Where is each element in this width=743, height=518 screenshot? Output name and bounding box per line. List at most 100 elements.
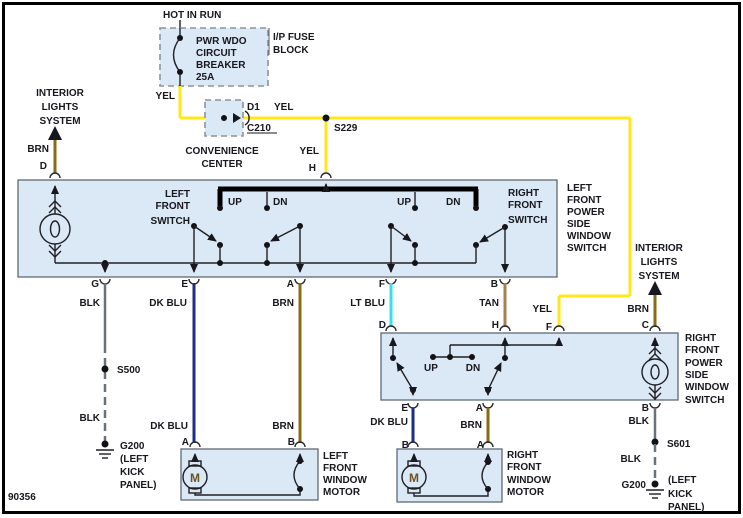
left-motor-name-line2: FRONT — [323, 463, 357, 474]
g200-right-loc3: PANEL) — [668, 502, 704, 513]
right-sub-switch-line3: SWITCH — [508, 215, 547, 226]
hot-in-run-label: HOT IN RUN — [163, 10, 221, 21]
left-motor-box — [180, 448, 319, 501]
convenience-center-connector: D1 YEL C210 CONVENIENCE CENTER — [185, 99, 293, 170]
right-box-dn-blade — [487, 362, 502, 391]
terminal-f: F — [379, 279, 385, 290]
right-switch-dn-blade — [479, 226, 506, 243]
blk-label-main: BLK — [79, 298, 100, 309]
terminal-b-motor-left: B — [288, 437, 295, 448]
splice-s601-ground: S601 BLK G200 (LEFT KICK PANEL) — [620, 438, 704, 513]
right-switch-name-line6: SWITCH — [685, 395, 724, 406]
fuse-block-label-line2: BLOCK — [273, 45, 309, 56]
interior-left-line1: INTERIOR — [36, 88, 85, 99]
brn-label-left: BRN — [27, 144, 49, 155]
breaker-label-line1: PWR WDO — [196, 36, 247, 47]
dkblu-label-left-lower: DK BLU — [150, 421, 188, 432]
g200-left-loc3: PANEL) — [120, 480, 156, 491]
dkblu-label-main: DK BLU — [149, 298, 187, 309]
right-switch-name-line5: WINDOW — [685, 382, 729, 393]
ground-symbol-left — [101, 440, 109, 448]
terminal-d-right: D — [379, 320, 386, 331]
up-label-right-box: UP — [424, 363, 438, 374]
convenience-center-line1: CONVENIENCE — [185, 146, 259, 157]
terminal-h-right: H — [492, 320, 499, 331]
interior-left-line2: LIGHTS — [42, 102, 79, 113]
terminal-e-right: E — [401, 403, 408, 414]
g200-left-loc1: (LEFT — [120, 454, 148, 465]
right-sub-switch-line2: FRONT — [508, 200, 542, 211]
breaker-label-line4: 25A — [196, 72, 214, 83]
breaker-label-line2: CIRCUIT — [196, 48, 237, 59]
left-switch-name: LEFT FRONT POWER SIDE WINDOW SWITCH — [567, 183, 611, 254]
interconnect-wires — [103, 283, 507, 443]
left-motor-wire-labels: DK BLU BRN A B — [150, 421, 295, 448]
left-switch-box — [17, 179, 558, 278]
left-sub-switch-line1: LEFT — [165, 189, 190, 200]
left-switch-up-blade — [193, 225, 217, 242]
g200-right-loc1: (LEFT — [668, 475, 696, 486]
left-motor-name-line4: MOTOR — [323, 487, 361, 498]
right-switch-name-line3: POWER — [685, 358, 724, 369]
dn-label-2: DN — [446, 197, 460, 208]
right-front-window-motor: M — [396, 441, 503, 503]
motor-icon — [182, 464, 208, 490]
diagram-number: 90356 — [8, 492, 36, 503]
up-arrow-icon — [648, 281, 662, 295]
terminal-a: A — [287, 279, 294, 290]
yellow-feed-wires: YEL — [156, 86, 632, 327]
up-arrow-icon — [48, 126, 62, 140]
left-switch-name-line1: LEFT — [567, 183, 592, 194]
dn-label-right-box: DN — [466, 363, 480, 374]
g200-right-loc2: KICK — [668, 489, 693, 500]
wire-color-labels: BLK DK BLU BRN LT BLU TAN YEL BRN — [79, 298, 649, 315]
lamp-chevrons-top — [48, 200, 62, 214]
left-switch-name-line5: WINDOW — [567, 231, 611, 242]
splice-s229: S229 — [322, 114, 358, 134]
terminal-g: G — [91, 279, 99, 290]
fuse-block-assembly: HOT IN RUN PWR WDO CIRCUIT BREAKER 25A I… — [159, 10, 315, 87]
right-box-top-terminal-letters: D H F C — [379, 320, 649, 333]
terminal-b: B — [491, 279, 498, 290]
terminal-f-right: F — [546, 322, 552, 333]
dn-label-1: DN — [273, 197, 287, 208]
right-switch-name-line1: RIGHT — [685, 333, 716, 344]
blk-label-right-lower: BLK — [620, 454, 641, 465]
brn-label-left-lower: BRN — [272, 421, 294, 432]
interior-right-line3: SYSTEM — [638, 271, 679, 282]
terminal-b-right: B — [642, 403, 649, 414]
right-motor-m: M — [409, 471, 419, 485]
brn-label-right-motor: BRN — [460, 420, 482, 431]
s229-label: S229 — [334, 123, 358, 134]
terminal-c-right: C — [642, 320, 649, 331]
right-motor-name-line1: RIGHT — [507, 450, 538, 461]
right-box-up-blade — [396, 362, 414, 391]
left-front-power-window-switch: UP DN UP DN LEFT FRONT SWITCH RIGHT FRON… — [17, 172, 558, 285]
splice-s500-ground: S500 BLK G200 (LEFT KICK PANEL) — [79, 365, 156, 491]
terminal-d-main: D — [40, 161, 47, 172]
right-motor-name-line2: FRONT — [507, 462, 541, 473]
right-switch-up-blade — [390, 225, 412, 242]
right-switch-name: RIGHT FRONT POWER SIDE WINDOW SWITCH — [685, 333, 729, 406]
terminal-b-motor-right: B — [402, 440, 409, 451]
g200-left-loc2: KICK — [120, 467, 145, 478]
tan-label-main: TAN — [479, 298, 499, 309]
right-sub-switch-line1: RIGHT — [508, 188, 539, 199]
terminal-e: E — [181, 279, 188, 290]
connector-arrow-icon — [233, 113, 241, 123]
brn-label-right: BRN — [627, 304, 649, 315]
terminal-h-main: H — [309, 163, 316, 174]
s500-label: S500 — [117, 365, 141, 376]
terminal-a-motor-right: A — [477, 440, 484, 451]
circuit-breaker-symbol — [172, 37, 181, 73]
left-switch-name-line3: POWER — [567, 207, 606, 218]
up-label-2: UP — [397, 197, 411, 208]
yel-label-1: YEL — [156, 91, 175, 102]
interior-left-line3: SYSTEM — [39, 116, 80, 127]
left-switch-name-line6: SWITCH — [567, 243, 606, 254]
left-switch-name-line4: SIDE — [567, 219, 591, 230]
up-label-1: UP — [228, 197, 242, 208]
yel-label-4: YEL — [533, 304, 552, 315]
